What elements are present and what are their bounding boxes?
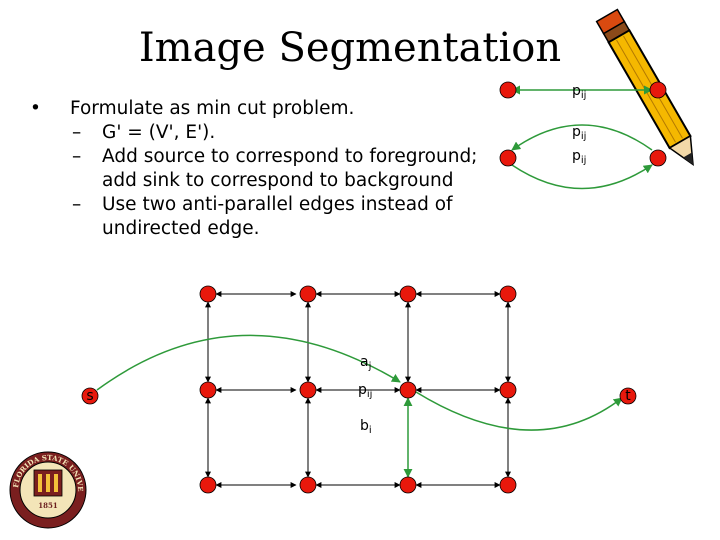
legend-label-1: pij — [572, 83, 586, 101]
bullet-dot: • — [30, 98, 41, 119]
seal-year: 1851 — [38, 501, 58, 510]
seal-ring-text: FLORIDA STATE UNIVERSITY — [0, 0, 85, 492]
dash-1: – — [72, 122, 82, 143]
label-p-ij: pij — [358, 382, 372, 400]
label-a-j: aj — [360, 354, 371, 372]
legend-node — [499, 81, 517, 99]
grid-node — [199, 285, 217, 303]
subbullet-2-text: Add source to correspond to foreground; … — [102, 146, 478, 191]
legend-edge-upper — [511, 124, 653, 151]
grid-node — [499, 476, 517, 494]
grid-node — [399, 476, 417, 494]
university-seal-logo: FLORIDA STATE UNIVERSITY 1851 — [0, 0, 87, 529]
legend-label-3: pij — [572, 148, 586, 166]
subbullet-2: – Add source to correspond to foreground… — [30, 145, 510, 193]
slide-title: Image Segmentation — [138, 25, 562, 71]
grid-node — [399, 381, 417, 399]
bullet-list: • Formulate as min cut problem. – G' = (… — [30, 97, 510, 241]
grid-node — [399, 285, 417, 303]
subbullet-1: – G' = (V', E'). — [30, 121, 510, 145]
legend-label-2: pij — [572, 124, 586, 142]
bullet-main: • Formulate as min cut problem. — [30, 97, 510, 121]
legend-diagram: pij pij pij — [499, 81, 667, 190]
grid-node — [299, 476, 317, 494]
grid-node — [499, 381, 517, 399]
subbullet-3-text: Use two anti-parallel edges instead of u… — [102, 194, 453, 239]
grid-node — [199, 381, 217, 399]
sink-node — [619, 387, 637, 405]
source-edge-a — [96, 334, 401, 391]
sink-label: t — [625, 388, 631, 404]
source-label: s — [86, 388, 93, 404]
legend-node — [499, 149, 517, 167]
legend-edge-lower — [511, 164, 653, 190]
grid-node — [199, 476, 217, 494]
legend-node — [649, 149, 667, 167]
grid-node — [299, 285, 317, 303]
subbullet-1-text: G' = (V', E'). — [102, 122, 216, 143]
label-b-i: bi — [360, 418, 372, 436]
sink-edge-b — [415, 391, 623, 431]
subbullet-3: – Use two anti-parallel edges instead of… — [30, 193, 510, 241]
grid-graph: s t aj pij bi — [81, 285, 637, 494]
dash-2: – — [72, 146, 82, 167]
dash-3: – — [72, 194, 82, 215]
bullet-main-text: Formulate as min cut problem. — [70, 98, 355, 119]
grid-node — [499, 285, 517, 303]
source-node — [81, 387, 99, 405]
grid-node — [299, 381, 317, 399]
legend-node — [649, 81, 667, 99]
